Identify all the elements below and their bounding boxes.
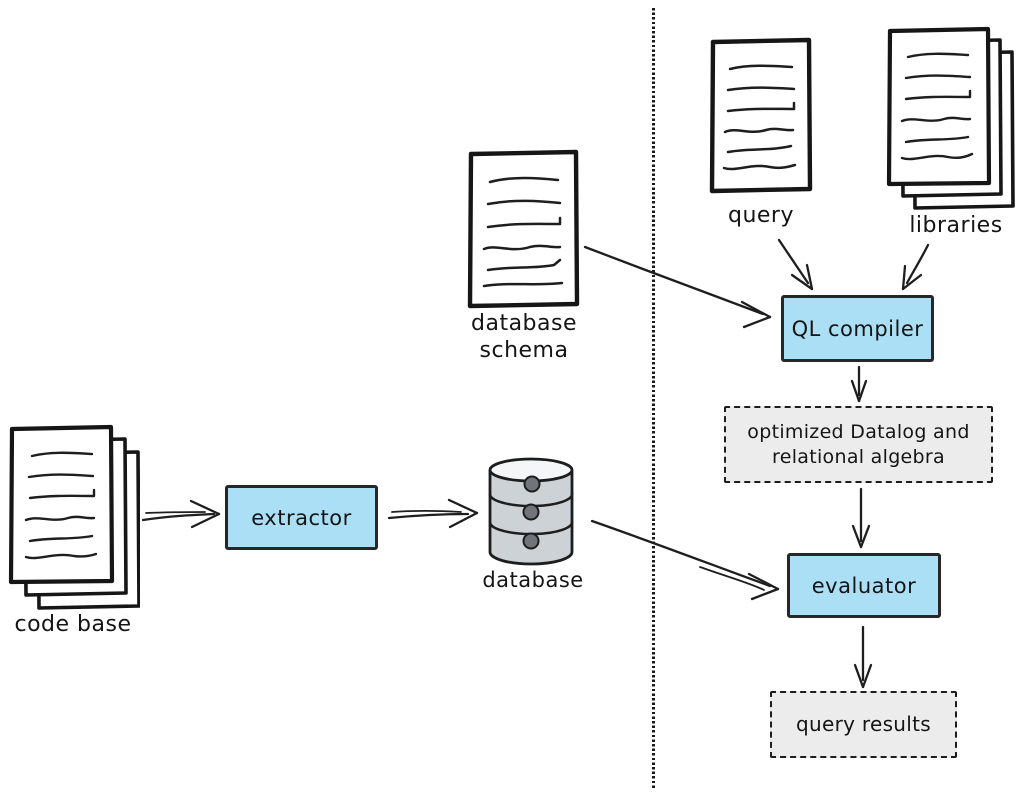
database-schema-label-line1: database xyxy=(471,311,577,336)
arrow-schema-to-ql-compiler xyxy=(583,245,772,329)
arrow-query-to-ql-compiler xyxy=(777,238,814,291)
extractor-box: extractor xyxy=(225,485,378,550)
evaluator-label: evaluator xyxy=(811,573,917,598)
arrow-ql-compiler-to-optimized xyxy=(850,365,868,403)
extractor-label: extractor xyxy=(251,505,352,530)
database-schema-document-icon xyxy=(466,148,582,310)
libraries-label: libraries xyxy=(909,213,1003,238)
query-document-icon xyxy=(708,36,815,195)
ql-compiler-box: QL compiler xyxy=(781,295,934,362)
arrow-extractor-to-database xyxy=(387,498,479,529)
dotted-divider xyxy=(652,8,655,790)
code-base-document-stack-icon xyxy=(8,424,140,610)
database-label: database xyxy=(482,568,584,592)
libraries-document-stack-icon xyxy=(886,26,1018,210)
database-cylinder-icon xyxy=(485,455,577,571)
optimized-datalog-box: optimized Datalog and relational algebra xyxy=(724,406,993,483)
query-results-box: query results xyxy=(770,691,957,758)
arrow-database-to-evaluator xyxy=(590,519,780,601)
arrow-evaluator-to-query-results xyxy=(853,625,873,689)
database-schema-label: database schema xyxy=(460,310,588,364)
optimized-datalog-line1: optimized Datalog and xyxy=(747,420,970,443)
query-results-label: query results xyxy=(796,712,931,736)
arrow-libraries-to-ql-compiler xyxy=(901,243,930,291)
optimized-datalog-line2: relational algebra xyxy=(772,445,945,468)
database-schema-label-line2: schema xyxy=(479,338,569,363)
query-label: query xyxy=(727,203,794,228)
code-base-label: code base xyxy=(14,612,132,637)
evaluator-box: evaluator xyxy=(787,553,941,618)
ql-compiler-label: QL compiler xyxy=(791,316,924,341)
arrow-code-base-to-extractor xyxy=(141,499,221,529)
arrow-optimized-to-evaluator xyxy=(851,487,871,549)
